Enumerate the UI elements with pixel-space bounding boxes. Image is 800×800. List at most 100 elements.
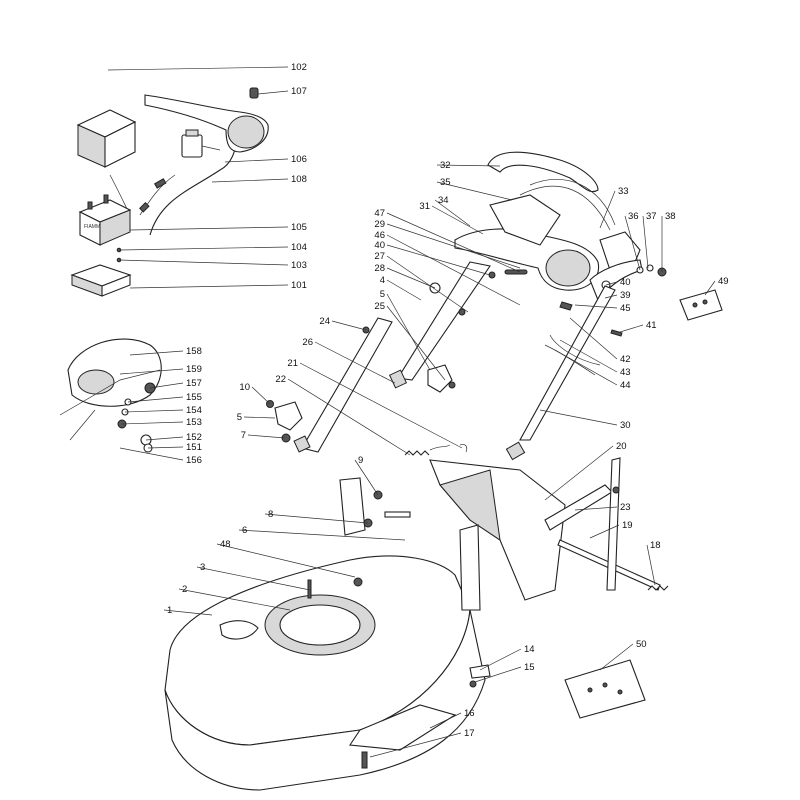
leader-line <box>386 293 431 371</box>
callout-number: 41 <box>646 320 657 331</box>
leader-line <box>369 732 462 758</box>
callout-number: 25 <box>374 301 385 312</box>
leader-line <box>386 234 521 306</box>
callout-number: 20 <box>616 441 627 452</box>
callout-number: 108 <box>291 174 307 185</box>
leader-line <box>251 386 271 405</box>
callout-number: 1 <box>167 605 172 616</box>
callout-number: 24 <box>319 316 330 327</box>
callout-155: 155 <box>127 392 202 403</box>
callout-25: 25 <box>374 301 446 381</box>
callout-40: 40 <box>605 277 631 288</box>
plug-adaptor <box>181 129 221 158</box>
callout-number: 151 <box>186 442 202 453</box>
callout-9: 9 <box>354 455 379 496</box>
leader-line <box>619 324 644 333</box>
callout-number: 17 <box>464 728 475 739</box>
callout-number: 157 <box>186 378 202 389</box>
callout-22: 22 <box>275 374 411 456</box>
callout-number: 50 <box>636 639 647 650</box>
callout-number: 26 <box>302 337 313 348</box>
leader-line <box>436 164 501 167</box>
callout-number: 8 <box>268 509 273 520</box>
leader-line <box>127 396 184 403</box>
callout-number: 5 <box>380 289 385 300</box>
callout-number: 101 <box>291 280 307 291</box>
callout-43: 43 <box>559 339 631 378</box>
leader-line <box>569 317 618 360</box>
callout-number: 48 <box>220 539 231 550</box>
callout-42: 42 <box>569 317 631 365</box>
callout-24: 24 <box>319 316 367 331</box>
callout-number: 152 <box>186 432 202 443</box>
callout-29: 29 <box>374 219 521 269</box>
callout-number: 4 <box>380 275 385 286</box>
callout-number: 21 <box>287 358 298 369</box>
callout-4: 4 <box>380 275 422 301</box>
callout-number: 49 <box>718 276 729 287</box>
hardware-bag-50 <box>564 659 646 719</box>
leader-line <box>238 529 406 541</box>
leader-line <box>216 543 356 578</box>
callout-number: 103 <box>291 260 307 271</box>
callout-33: 33 <box>599 186 629 229</box>
leader-line <box>574 506 618 511</box>
svg-text:FIAMM: FIAMM <box>84 224 100 230</box>
leader-line <box>119 368 184 375</box>
callout-number: 159 <box>186 364 202 375</box>
callout-number: 14 <box>524 644 535 655</box>
leader-line <box>431 205 484 235</box>
callout-15: 15 <box>474 662 535 683</box>
leader-line <box>429 712 462 729</box>
callout-103: 103 <box>118 259 307 271</box>
callout-number: 16 <box>464 708 475 719</box>
callout-6: 6 <box>238 525 406 541</box>
leader-line <box>243 416 276 419</box>
callout-158: 158 <box>129 346 202 357</box>
callout-number: 47 <box>374 208 385 219</box>
leader-line <box>386 212 521 273</box>
leader-line <box>646 544 656 586</box>
callout-14: 14 <box>479 644 535 671</box>
leader-line <box>386 279 422 301</box>
leader-line <box>129 350 184 356</box>
leader-line <box>642 215 649 269</box>
callout-number: 29 <box>374 219 385 230</box>
battery-charger-group: FIAMM <box>70 109 246 297</box>
callout-number: 33 <box>618 186 629 197</box>
inset-detail-wheel <box>59 338 162 453</box>
leader-line <box>544 445 614 501</box>
callout-number: 22 <box>275 374 286 385</box>
callout-108: 108 <box>211 174 307 185</box>
leader-line <box>574 304 618 309</box>
callout-number: 31 <box>419 201 430 212</box>
callout-27: 27 <box>374 251 469 313</box>
leader-line <box>196 566 311 591</box>
callout-number: 107 <box>291 86 307 97</box>
callout-48: 48 <box>216 539 356 578</box>
callout-19: 19 <box>589 520 633 539</box>
callout-106: 106 <box>224 154 307 165</box>
leader-line <box>118 259 289 266</box>
callout-number: 153 <box>186 417 202 428</box>
leader-line <box>479 648 522 671</box>
callout-28: 28 <box>374 263 436 289</box>
callout-2: 2 <box>178 584 291 611</box>
callout-23: 23 <box>574 502 631 513</box>
callout-number: 37 <box>646 211 657 222</box>
callout-49: 49 <box>704 276 729 296</box>
callout-3: 3 <box>196 562 311 591</box>
callout-34: 34 <box>434 195 471 227</box>
callout-151: 151 <box>147 442 202 453</box>
callout-17: 17 <box>369 728 475 758</box>
callout-number: 28 <box>374 263 385 274</box>
callout-number: 10 <box>239 382 250 393</box>
callout-number: 102 <box>291 62 307 73</box>
callout-8: 8 <box>264 509 369 524</box>
callout-number: 32 <box>440 160 451 171</box>
callout-154: 154 <box>124 405 202 416</box>
leader-line <box>257 90 289 95</box>
leader-line <box>124 409 184 413</box>
leader-line <box>386 255 469 313</box>
